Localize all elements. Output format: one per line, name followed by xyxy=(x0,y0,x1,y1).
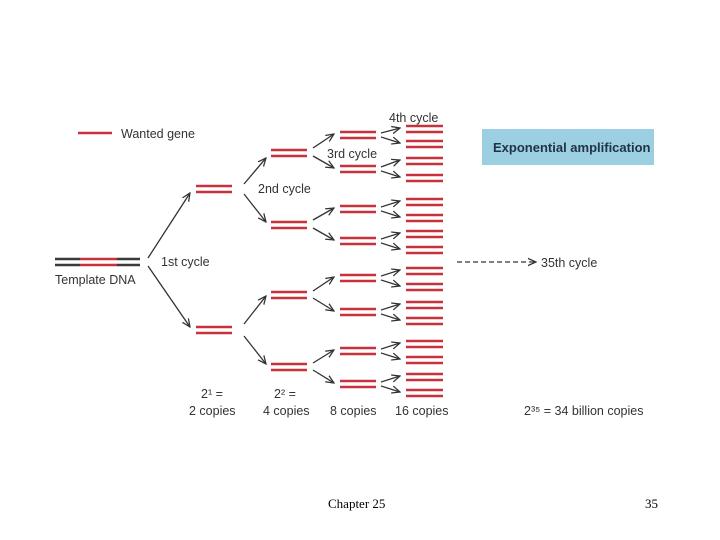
banner-text: Exponential amplification xyxy=(493,140,651,155)
cycle35-label: 35th cycle xyxy=(541,256,597,270)
legend-wanted-gene: Wanted gene xyxy=(121,127,195,141)
cycle2-label: 2nd cycle xyxy=(258,182,311,196)
footer-page-number: 35 xyxy=(645,496,658,511)
template-dna xyxy=(55,257,140,267)
copies-cycle3: 8 copies xyxy=(330,404,377,418)
arrows-cycle4 xyxy=(380,128,400,392)
arrow-cycle1-up xyxy=(147,193,190,259)
exponential-amplification-banner xyxy=(482,129,654,165)
template-dna-label: Template DNA xyxy=(55,273,136,287)
gen3-strands xyxy=(340,130,376,389)
arrow-cycle1-down xyxy=(147,265,190,327)
cycle4-label: 4th cycle xyxy=(389,111,438,125)
arrows-cycle3 xyxy=(312,134,334,383)
cycle1-label: 1st cycle xyxy=(161,255,210,269)
copies-cycle4: 16 copies xyxy=(395,404,449,418)
gen1-strands xyxy=(196,184,232,335)
copies-cycle2: 4 copies xyxy=(263,404,310,418)
footer-chapter: Chapter 25 xyxy=(328,496,386,511)
copies-cycle1-formula: 2¹ = xyxy=(201,387,223,401)
copies-cycle35: 2³⁵ = 34 billion copies xyxy=(524,404,644,418)
copies-cycle1: 2 copies xyxy=(189,404,236,418)
gen2-strands xyxy=(271,148,307,372)
copies-cycle2-formula: 2² = xyxy=(274,387,296,401)
gen4-strands xyxy=(406,124,443,398)
arrows-cycle2 xyxy=(243,158,266,364)
cycle3-label: 3rd cycle xyxy=(327,147,377,161)
